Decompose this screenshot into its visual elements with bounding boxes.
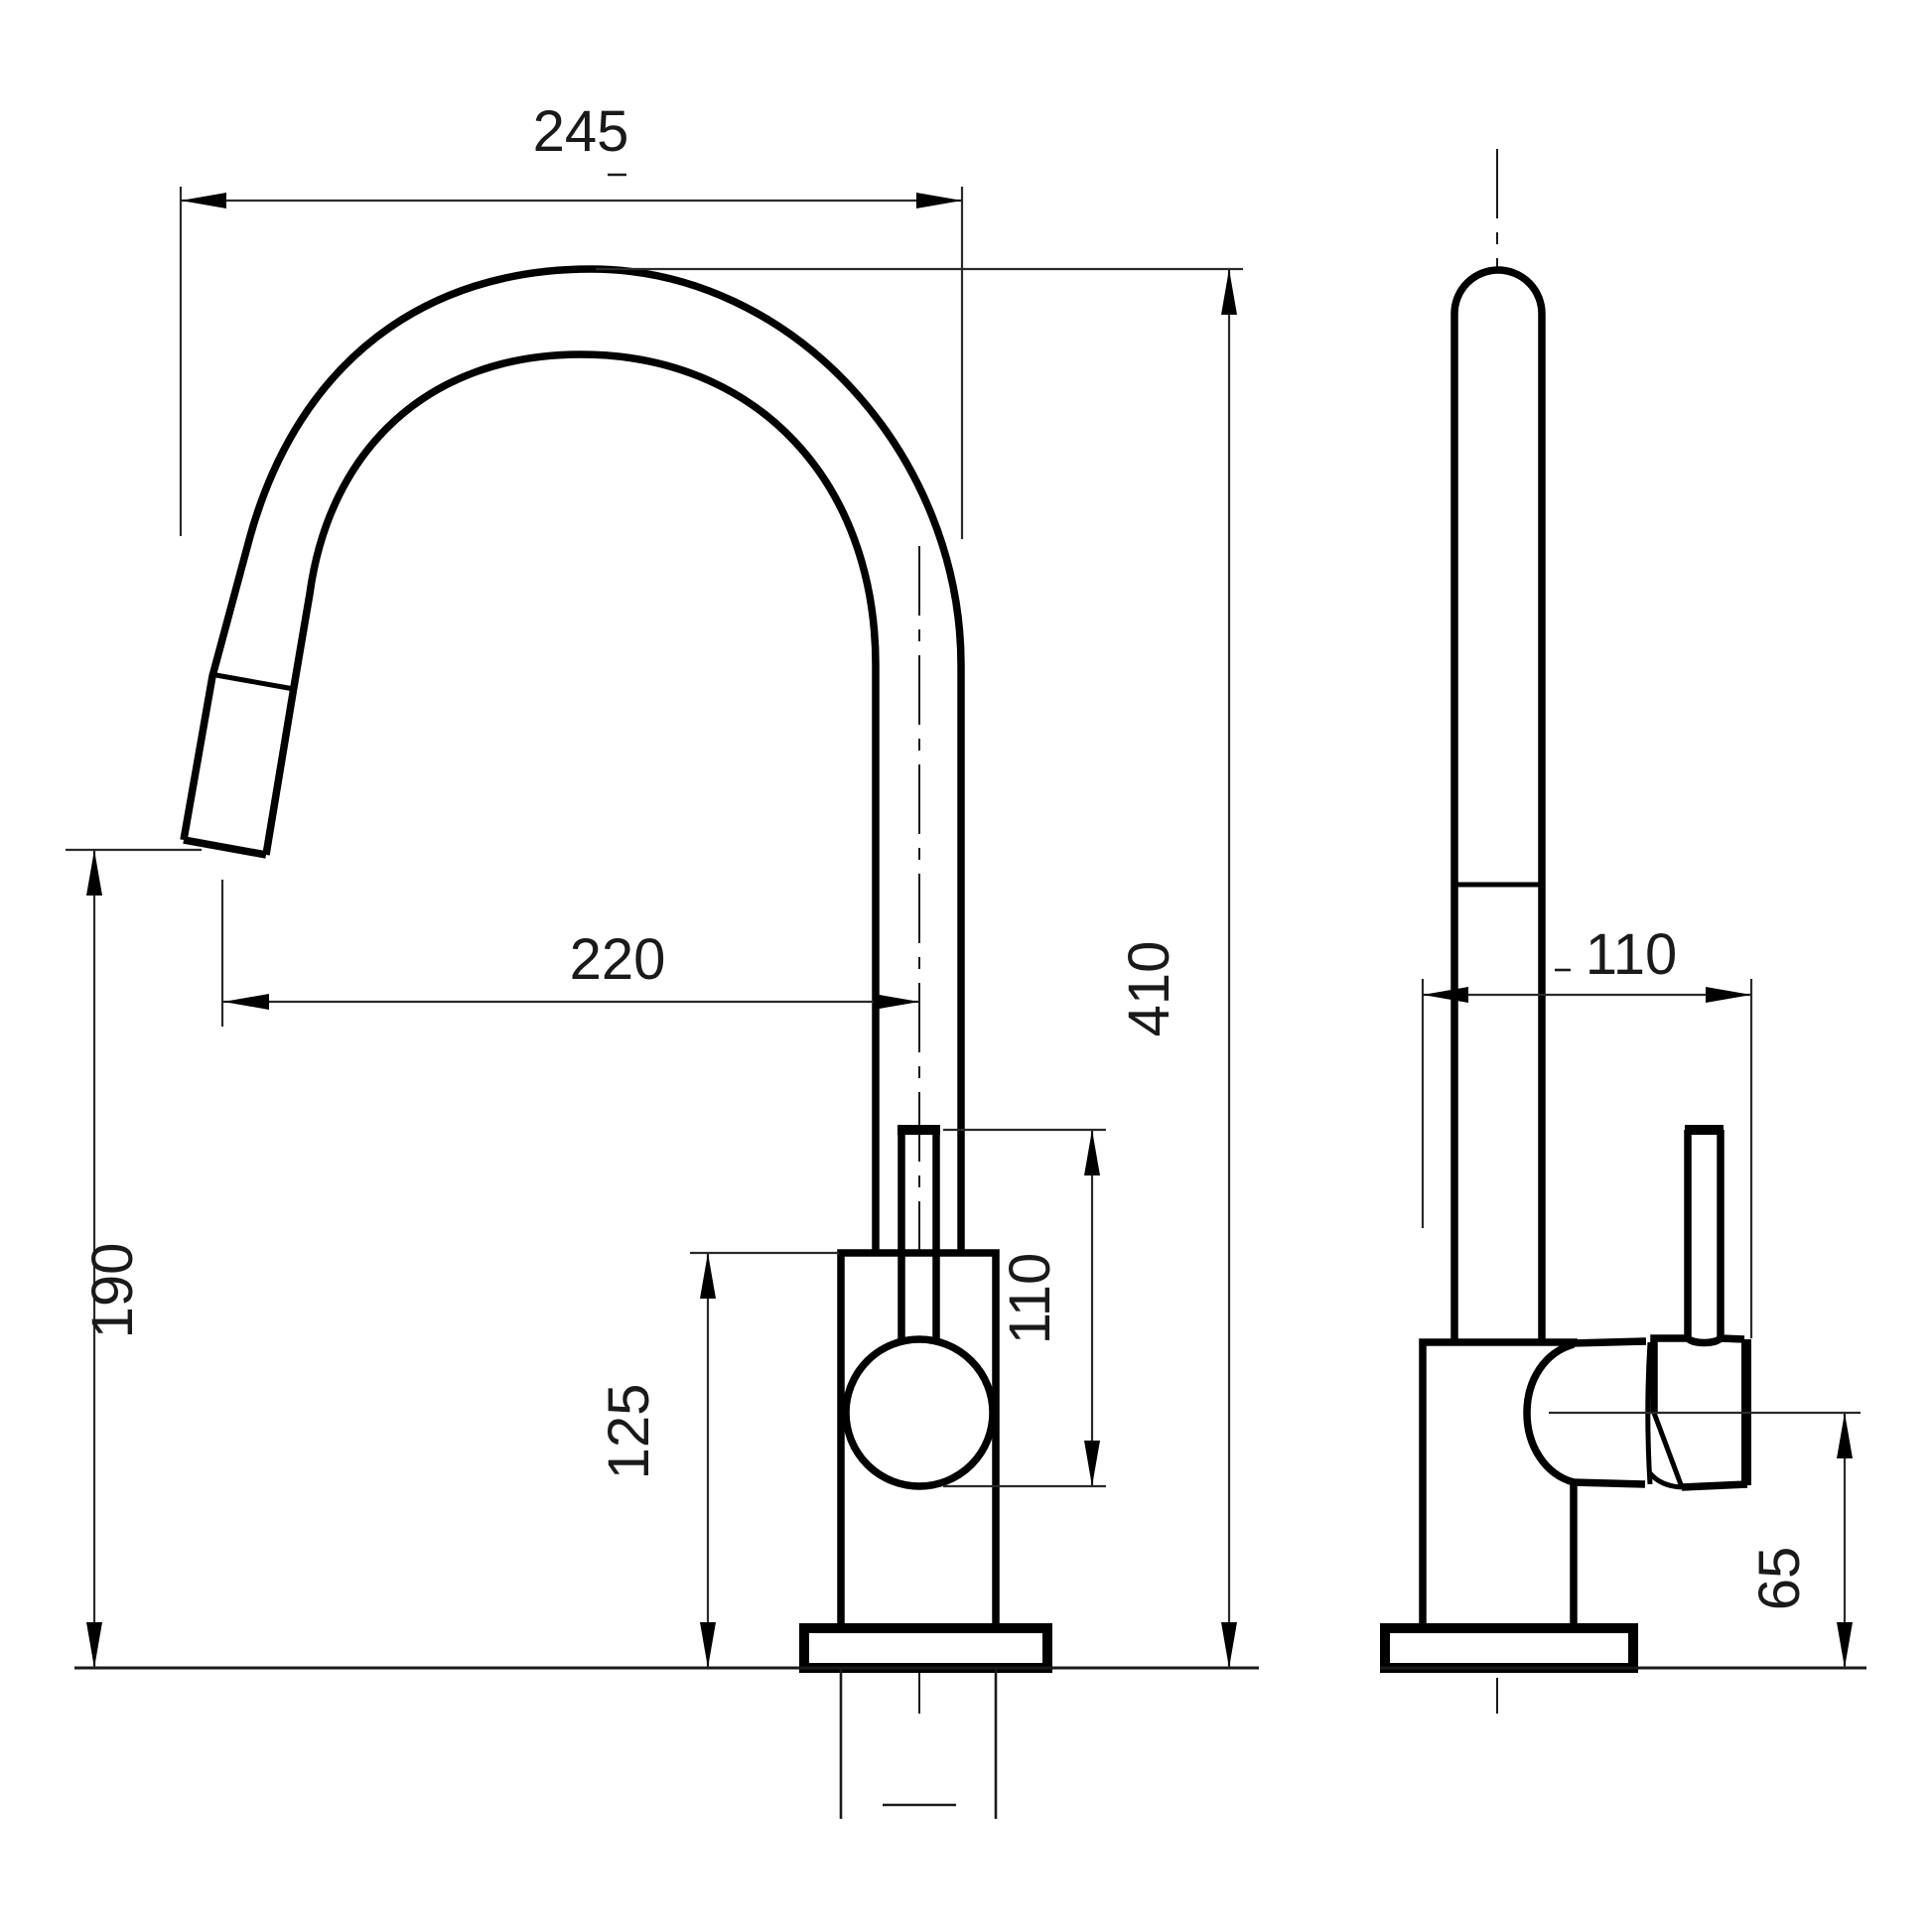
dim-245-arrow-left xyxy=(181,193,226,208)
dim-190-arrow-bottom xyxy=(86,1622,102,1668)
dim-220-arrow-right xyxy=(874,994,919,1010)
dim-410-label: 410 xyxy=(1117,941,1181,1037)
base-flange-front xyxy=(799,1623,1052,1673)
dimension-190: 190 xyxy=(66,848,202,1668)
valve-body-front xyxy=(837,1249,1000,1632)
dim-65-arrow-bottom xyxy=(1837,1622,1853,1668)
dim-220-label: 220 xyxy=(570,927,666,992)
dim-110f-arrow-bottom xyxy=(1084,1441,1100,1486)
valve-knuckle-bottom-edge xyxy=(1571,1478,1646,1488)
spout-inner-edge xyxy=(262,350,880,1253)
side-view xyxy=(1380,149,1866,1714)
base-flange-side xyxy=(1380,1623,1638,1673)
dimension-220: 220 xyxy=(220,880,919,1027)
dim-110s-label: 110 xyxy=(1586,922,1677,987)
dim-125-label: 125 xyxy=(597,1384,661,1480)
front-view xyxy=(74,265,1259,1819)
spray-head-outlet-face xyxy=(183,836,267,859)
dim-190-label: 190 xyxy=(80,1243,145,1339)
dim-410-arrow-bottom xyxy=(1221,1622,1237,1668)
dim-220-arrow-left xyxy=(223,994,269,1010)
dim-110s-arrow-left xyxy=(1423,987,1468,1003)
dimension-245: 245 xyxy=(179,99,964,539)
spray-head-seam xyxy=(209,671,295,692)
valve-knuckle-top-edge xyxy=(1571,1337,1647,1347)
lever-bottom-curve xyxy=(1648,1471,1683,1490)
spout-outer-edge xyxy=(180,265,965,1253)
dim-65-label: 65 xyxy=(1747,1547,1812,1611)
dim-245-label: 245 xyxy=(533,99,629,164)
dim-110f-label: 110 xyxy=(998,1253,1062,1344)
lever-block-bottom-edge xyxy=(1681,1480,1748,1491)
dim-125-arrow-bottom xyxy=(700,1622,716,1668)
dimension-110-side: 110 xyxy=(1421,922,1753,1338)
side-column xyxy=(1450,266,1546,1342)
valve-body-side xyxy=(1419,1338,1578,1632)
dim-65-arrow-top xyxy=(1837,1413,1853,1458)
valve-knuckle-bulge xyxy=(1523,1340,1576,1486)
valve-circle xyxy=(842,1335,997,1490)
lever-block-outline xyxy=(1650,1334,1745,1413)
dim-190-arrow-top xyxy=(86,850,102,896)
dimension-110-front: 110 xyxy=(943,1128,1106,1488)
lever-wedge-seam xyxy=(1651,1412,1685,1488)
dim-245-arrow-right xyxy=(916,193,962,208)
dimension-410: 410 xyxy=(596,267,1243,1668)
dim-125-arrow-top xyxy=(700,1253,716,1299)
dimension-65: 65 xyxy=(1549,1411,1861,1668)
dimension-125: 125 xyxy=(597,1251,839,1668)
dim-110s-arrow-right xyxy=(1706,987,1751,1003)
dim-410-arrow-top xyxy=(1221,269,1237,315)
dim-110f-arrow-top xyxy=(1084,1130,1100,1175)
